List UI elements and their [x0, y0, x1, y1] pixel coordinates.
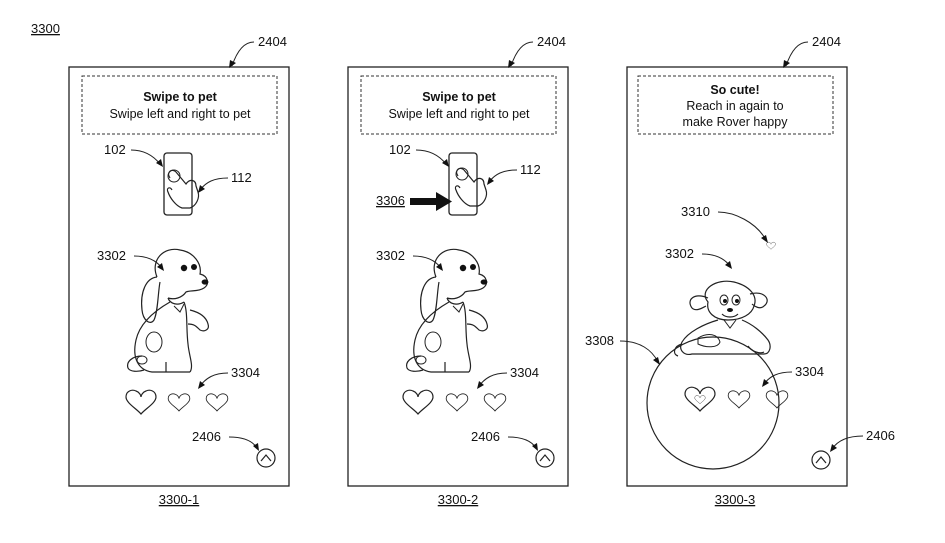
device-102: [163, 152, 193, 216]
caption-3300-2: 3300-2: [438, 492, 478, 507]
ref-3308: 3308: [585, 333, 614, 348]
phone-frame: [347, 66, 569, 487]
ref-112: 112: [520, 162, 541, 177]
ref-2406: 2406: [471, 429, 500, 444]
screen-3300-3: So cute! Reach in again to make Rover ha…: [585, 34, 895, 507]
ref-2404: 2404: [258, 34, 287, 49]
ref-2406: 2406: [192, 429, 221, 444]
prompt-text-line1: Reach in again to: [686, 99, 783, 113]
caption-3300-3: 3300-3: [715, 492, 755, 507]
ref-102: 102: [389, 142, 411, 157]
leader-line: [510, 41, 534, 67]
ref-2406: 2406: [866, 428, 895, 443]
ref-3304: 3304: [795, 364, 824, 379]
chevron-up-icon[interactable]: [535, 448, 555, 468]
leader-line: [231, 41, 255, 67]
prompt-banner: [360, 75, 557, 135]
ref-3302: 3302: [97, 248, 126, 263]
chevron-up-icon[interactable]: [256, 448, 276, 468]
prompt-banner: [81, 75, 278, 135]
chevron-up-icon: [539, 454, 551, 462]
caption-3300-1: 3300-1: [159, 492, 199, 507]
prompt-banner: [637, 75, 834, 135]
screen-3300-2: Swipe to pet Swipe left and right to pet…: [347, 34, 569, 507]
ref-3310: 3310: [681, 204, 710, 219]
hand-touch-icon: [166, 169, 200, 209]
ref-2404: 2404: [537, 34, 566, 49]
hand-touch-icon: [454, 167, 488, 207]
prompt-text: Swipe left and right to pet: [109, 107, 251, 121]
prompt-title: Swipe to pet: [143, 90, 217, 104]
phone-frame: [68, 66, 290, 487]
chevron-up-icon[interactable]: [811, 450, 831, 470]
prompt-text-line2: make Rover happy: [683, 115, 789, 129]
ref-3306: 3306: [376, 193, 405, 208]
chevron-up-icon: [260, 454, 272, 462]
ball-3308: [646, 336, 780, 470]
figure-label: 3300: [31, 21, 60, 36]
swipe-arrow-icon: [410, 192, 452, 211]
leader-line: [717, 211, 767, 241]
ref-2404: 2404: [812, 34, 841, 49]
ref-112: 112: [231, 170, 252, 185]
ref-3304: 3304: [231, 365, 260, 380]
screen-3300-1: Swipe to pet Swipe left and right to pet…: [68, 34, 290, 507]
device-102: [448, 152, 478, 216]
prompt-title: Swipe to pet: [422, 90, 496, 104]
ref-3304: 3304: [510, 365, 539, 380]
ref-3302: 3302: [665, 246, 694, 261]
phone-frame: [626, 66, 848, 487]
prompt-text: Swipe left and right to pet: [388, 107, 530, 121]
prompt-title: So cute!: [710, 83, 759, 97]
chevron-up-icon: [815, 456, 827, 464]
ref-3302: 3302: [376, 248, 405, 263]
leader-line: [785, 41, 809, 67]
ref-102: 102: [104, 142, 126, 157]
